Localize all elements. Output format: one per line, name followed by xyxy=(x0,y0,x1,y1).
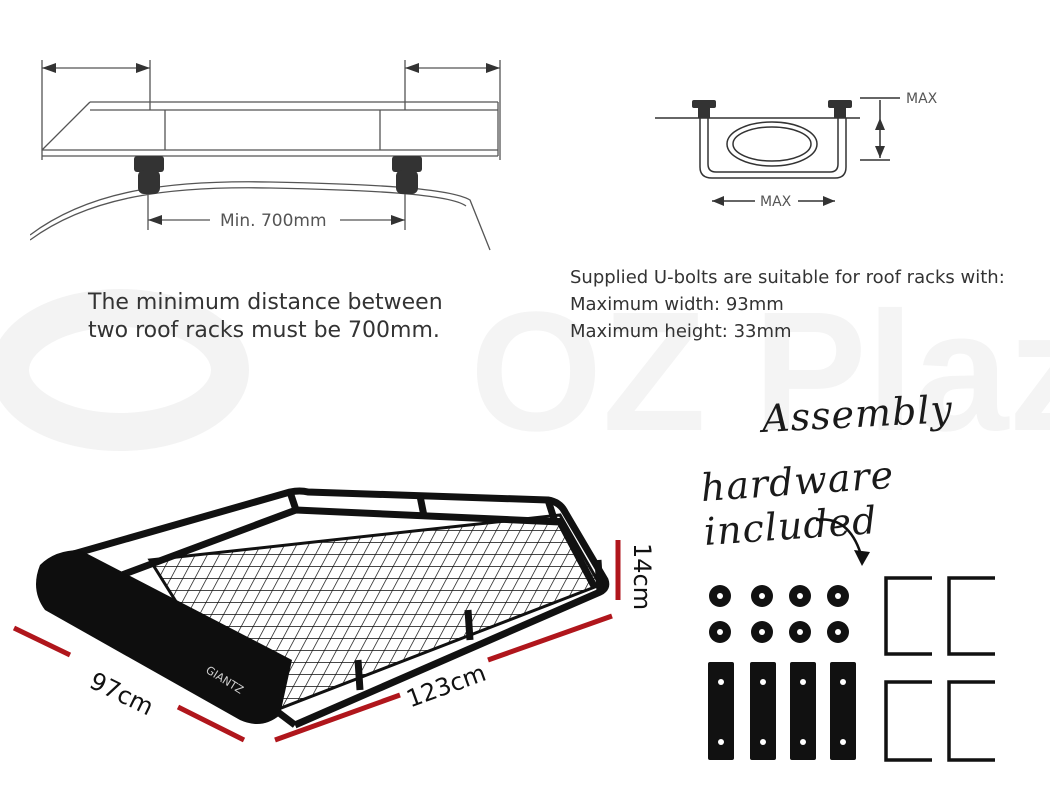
roof-basket-image: GIANTZ xyxy=(12,487,621,743)
spec-line-2: Maximum width: 93mm xyxy=(570,294,784,315)
max-height-label: MAX xyxy=(906,91,938,107)
caption-line-2: two roof racks must be 700mm. xyxy=(88,318,440,343)
spec-line-3: Maximum height: 33mm xyxy=(570,321,792,342)
caption-line-1: The minimum distance between xyxy=(88,290,443,315)
watermark-text: OZ Plaza xyxy=(470,280,1050,460)
watermark: OZ Plaza xyxy=(0,280,1050,460)
side-view-diagram: Min. 700mm xyxy=(30,60,501,251)
hardware-image xyxy=(708,576,995,762)
height-dimension: 14cm xyxy=(628,543,656,611)
min-distance-caption: The minimum distance between two roof ra… xyxy=(88,289,443,345)
knob-icon xyxy=(709,585,849,643)
max-width-label: MAX xyxy=(760,194,792,210)
ubolt-diagram: MAX MAX xyxy=(655,91,938,210)
spec-line-1: Supplied U-bolts are suitable for roof r… xyxy=(570,267,1005,288)
ubolt-spec: Supplied U-bolts are suitable for roof r… xyxy=(570,264,1005,345)
curved-arrow-icon xyxy=(815,518,870,566)
min-distance-label: Min. 700mm xyxy=(220,211,327,231)
